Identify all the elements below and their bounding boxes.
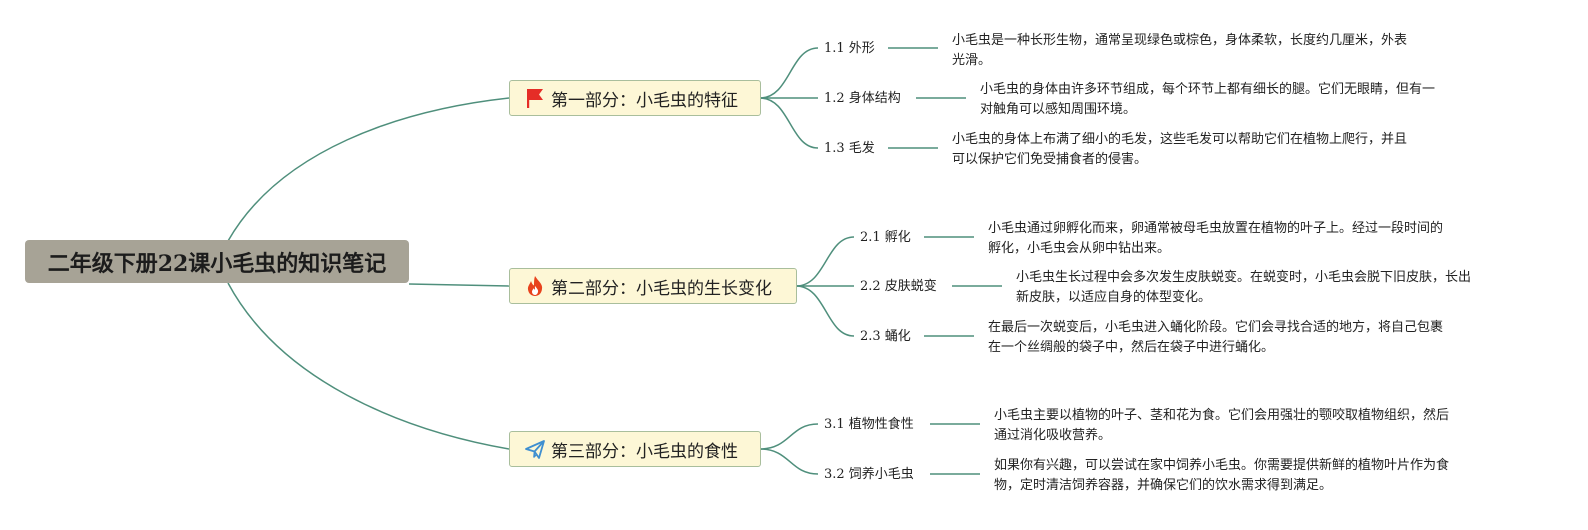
note-1-3: 小毛虫的身体上布满了细小的毛发，这些毛发可以帮助它们在植物上爬行，并且 可以保护… (952, 130, 1407, 170)
note-line: 在最后一次蜕变后，小毛虫进入蛹化阶段。它们会寻找合适的地方，将自己包裹 (988, 320, 1444, 335)
branch-label-3: 第三部分：小毛虫的食性 (551, 441, 738, 462)
leaf-topic-1-3[interactable]: 1.3 毛发 (824, 141, 875, 156)
note-line: 小毛虫通过卵孵化而来，卵通常被母毛虫放置在植物的叶子上。经过一段时间的 (988, 221, 1444, 236)
note-3-2: 如果你有兴趣，可以尝试在家中饲养小毛虫。你需要提供新鲜的植物叶片作为食 物，定时… (994, 456, 1449, 496)
leaf-topic-1-1[interactable]: 1.1 外形 (824, 41, 875, 56)
note-1-1: 小毛虫是一种长形生物，通常呈现绿色或棕色，身体柔软，长度约几厘米，外表 光滑。 (952, 31, 1407, 71)
note-2-1: 小毛虫通过卵孵化而来，卵通常被母毛虫放置在植物的叶子上。经过一段时间的 孵化，小… (988, 219, 1443, 259)
leaf-topic-2-2[interactable]: 2.2 皮肤蜕变 (860, 279, 937, 294)
flag-icon (527, 89, 543, 108)
leaf-topic-2-3[interactable]: 2.3 蛹化 (860, 329, 911, 344)
connector-branch-1-leaf-1 (759, 47, 819, 99)
connector-branch-2-leaf-3 (795, 285, 855, 337)
connector-branch-2-leaf-1 (795, 236, 855, 287)
connector-root-branch-1 (227, 97, 510, 242)
note-3-1: 小毛虫主要以植物的叶子、茎和花为食。它们会用强壮的颚咬取植物组织，然后 通过消化… (994, 406, 1449, 446)
branch-topic-1[interactable]: 第一部分：小毛虫的特征 (509, 80, 761, 116)
paper-plane-icon (525, 440, 545, 459)
note-line: 新皮肤，以适应自身的体型变化。 (1016, 290, 1212, 305)
branch-topic-2[interactable]: 第二部分：小毛虫的生长变化 (509, 268, 797, 304)
note-line: 可以保护它们免受捕食者的侵害。 (952, 152, 1148, 167)
note-line: 小毛虫生长过程中会多次发生皮肤蜕变。在蜕变时，小毛虫会脱下旧皮肤，长出 (1016, 270, 1472, 285)
branch-label-2: 第二部分：小毛虫的生长变化 (551, 278, 772, 299)
note-line: 孵化，小毛虫会从卵中钻出来。 (988, 241, 1171, 256)
connector-branch-3-leaf-1 (759, 423, 819, 450)
note-line: 小毛虫是一种长形生物，通常呈现绿色或棕色，身体柔软，长度约几厘米，外表 (952, 33, 1408, 48)
fire-icon (527, 276, 543, 296)
connector-root-branch-2 (408, 283, 510, 287)
note-1-2: 小毛虫的身体由许多环节组成，每个环节上都有细长的腿。它们无眼睛，但有一 对触角可… (980, 80, 1435, 120)
note-line: 小毛虫主要以植物的叶子、茎和花为食。它们会用强壮的颚咬取植物组织，然后 (994, 408, 1450, 423)
note-2-2: 小毛虫生长过程中会多次发生皮肤蜕变。在蜕变时，小毛虫会脱下旧皮肤，长出 新皮肤，… (1016, 268, 1471, 308)
branch-topic-3[interactable]: 第三部分：小毛虫的食性 (509, 431, 761, 467)
connector-branch-3-leaf-2 (759, 448, 819, 475)
connector-branch-1-leaf-3 (759, 97, 819, 149)
note-2-3: 在最后一次蜕变后，小毛虫进入蛹化阶段。它们会寻找合适的地方，将自己包裹 在一个丝… (988, 318, 1443, 358)
note-line: 通过消化吸收营养。 (994, 428, 1112, 443)
root-title: 二年级下册22课小毛虫的知识笔记 (47, 250, 387, 277)
branch-label-1: 第一部分：小毛虫的特征 (551, 90, 738, 111)
leaf-topic-2-1[interactable]: 2.1 孵化 (860, 230, 911, 245)
root-topic[interactable]: 二年级下册22课小毛虫的知识笔记 (25, 240, 409, 283)
leaf-topic-3-2[interactable]: 3.2 饲养小毛虫 (824, 467, 914, 482)
note-line: 物，定时清洁饲养容器，并确保它们的饮水需求得到满足。 (994, 478, 1333, 493)
note-line: 光滑。 (952, 53, 992, 68)
note-line: 小毛虫的身体由许多环节组成，每个环节上都有细长的腿。它们无眼睛，但有一 (980, 82, 1436, 97)
leaf-topic-3-1[interactable]: 3.1 植物性食性 (824, 417, 914, 432)
note-line: 如果你有兴趣，可以尝试在家中饲养小毛虫。你需要提供新鲜的植物叶片作为食 (994, 458, 1450, 473)
connector-root-branch-3 (227, 282, 510, 450)
note-line: 对触角可以感知周围环境。 (980, 102, 1137, 117)
note-line: 在一个丝绸般的袋子中，然后在袋子中进行蛹化。 (988, 340, 1275, 355)
leaf-topic-1-2[interactable]: 1.2 身体结构 (824, 91, 901, 106)
note-line: 小毛虫的身体上布满了细小的毛发，这些毛发可以帮助它们在植物上爬行，并且 (952, 132, 1408, 147)
